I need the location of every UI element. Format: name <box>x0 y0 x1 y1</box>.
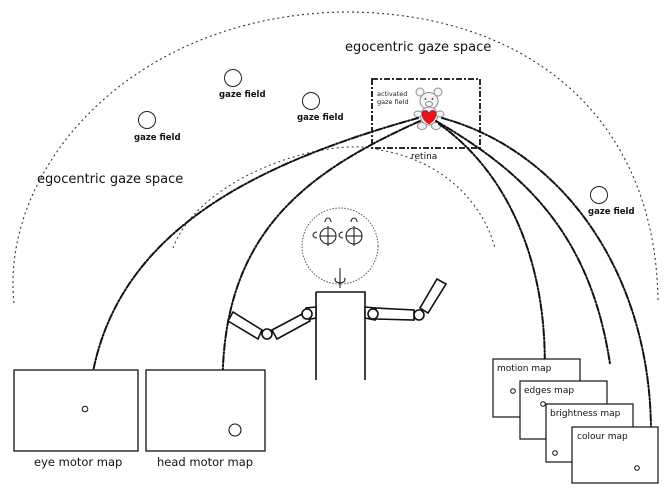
robot-left-arm <box>228 307 316 339</box>
gaze-field-circle <box>303 93 320 110</box>
robot-figure <box>228 208 446 380</box>
motion-map-point <box>511 389 516 394</box>
gaze-field: gaze field <box>297 93 344 124</box>
gaze-field-circle <box>225 70 242 87</box>
eye-motor-map: eye motor map <box>14 370 138 469</box>
activated-label-line1: activated <box>377 90 407 98</box>
edges-map-label: edges map <box>524 386 574 396</box>
edges-map-point <box>541 402 546 407</box>
head-motor-map-box <box>146 370 265 451</box>
gaze-field-label: gaze field <box>588 207 635 217</box>
motion-map-label: motion map <box>497 364 552 374</box>
head-motor-map-label: head motor map <box>157 455 253 469</box>
gaze-space-label-left: egocentric gaze space <box>37 172 183 187</box>
gaze-field-label: gaze field <box>297 113 344 123</box>
brightness-map-label: brightness map <box>550 409 621 419</box>
robot-body <box>316 292 365 380</box>
gaze-field-label: gaze field <box>219 90 266 100</box>
gaze-space-label-top: egocentric gaze space <box>345 40 491 55</box>
gaze-field-circle <box>591 187 608 204</box>
colour-map: colour map <box>572 427 658 483</box>
brightness-map-point <box>553 451 558 456</box>
eye-motor-map-label: eye motor map <box>34 455 122 469</box>
robot-right-arm <box>365 279 446 320</box>
head-motor-map-point <box>229 424 241 436</box>
colour-map-point <box>635 466 640 471</box>
gaze-field: gaze field <box>588 187 635 218</box>
gaze-field-circle <box>139 112 156 129</box>
eye-motor-map-point <box>82 406 88 412</box>
gaze-field: gaze field <box>134 112 181 144</box>
colour-map-label: colour map <box>577 432 628 442</box>
eye-motor-map-box <box>14 370 138 451</box>
retina-label: retina <box>411 152 437 162</box>
activated-label-line2: gaze field <box>377 98 409 106</box>
gaze-field: gaze field <box>219 70 266 101</box>
gaze-field-label: gaze field <box>134 133 181 143</box>
head-motor-map: head motor map <box>146 370 265 469</box>
